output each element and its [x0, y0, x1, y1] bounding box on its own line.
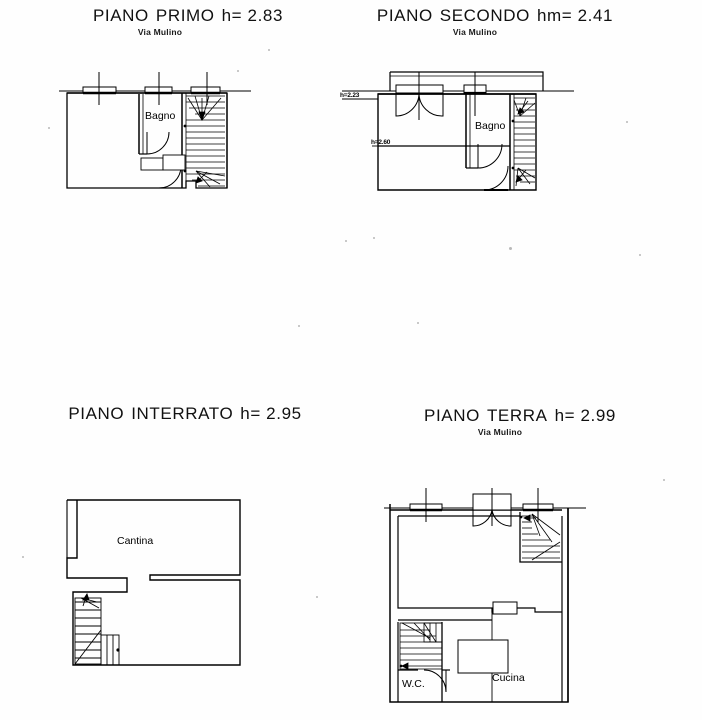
- drawing-piano-primo: Bagno: [55, 58, 255, 208]
- plan-title-word1: PIANO: [68, 404, 125, 423]
- plan-title-height: hm= 2.41: [536, 6, 614, 25]
- scan-speck: [509, 247, 512, 250]
- drawing-piano-secondo: Bagno h=2.23 h=2.60: [338, 58, 578, 208]
- scan-speck: [373, 237, 375, 239]
- height-note-upper: h=2.23: [340, 92, 360, 99]
- plan-title-word2: PRIMO: [155, 6, 215, 25]
- plan-title-word1: PIANO: [376, 6, 433, 25]
- plan-title-word2: INTERRATO: [131, 404, 234, 423]
- room-label-wc: W.C.: [402, 678, 425, 690]
- plan-subtitle-piano-terra: Via Mulino: [477, 427, 523, 437]
- plan-title-word1: PIANO: [424, 406, 480, 425]
- plan-title-word2: TERRA: [486, 406, 548, 425]
- scan-speck: [626, 121, 628, 123]
- scan-speck: [316, 596, 318, 598]
- scan-speck: [639, 254, 641, 256]
- plan-piano-interrato: PIANO INTERRATO h= 2.95: [55, 404, 315, 425]
- plan-title-piano-terra: PIANO TERRA h= 2.99: [395, 406, 645, 426]
- scan-speck: [237, 70, 239, 72]
- scan-speck: [268, 49, 270, 51]
- plan-title-word1: PIANO: [92, 6, 149, 25]
- plan-title-height: h= 2.95: [240, 404, 302, 423]
- scan-speck: [417, 322, 419, 324]
- floorplan-svg-piano-terra: [384, 488, 586, 703]
- floorplan-svg-piano-secondo: [342, 71, 574, 191]
- plan-title-word2: SECONDO: [439, 6, 530, 25]
- plan-piano-terra: PIANO TERRA h= 2.99 Via Mulino: [395, 406, 645, 437]
- floorplan-svg-piano-primo: [59, 72, 251, 189]
- room-label-cantina: Cantina: [117, 535, 154, 547]
- floorplan-svg-piano-interrato: [66, 499, 241, 666]
- drawing-piano-interrato: Cantina: [55, 480, 255, 680]
- plan-piano-primo: PIANO PRIMO h= 2.83 Via Mulino: [58, 6, 318, 37]
- drawing-piano-terra: Cucina W.C.: [380, 480, 590, 710]
- plan-title-piano-secondo: PIANO SECONDO hm= 2.41: [350, 6, 640, 26]
- scan-speck: [663, 479, 665, 481]
- scan-speck: [345, 240, 347, 242]
- plan-subtitle-piano-primo: Via Mulino: [137, 27, 183, 37]
- room-label-bagno-secondo: Bagno: [475, 120, 506, 132]
- plan-title-height: h= 2.83: [221, 6, 284, 25]
- room-label-cucina: Cucina: [492, 672, 525, 684]
- scan-speck: [22, 556, 24, 558]
- plan-title-piano-interrato: PIANO INTERRATO h= 2.95: [55, 404, 315, 424]
- plan-piano-secondo: PIANO SECONDO hm= 2.41 Via Mulino: [350, 6, 640, 37]
- room-label-bagno-primo: Bagno: [145, 110, 176, 122]
- scan-speck: [48, 127, 50, 129]
- scan-speck: [298, 325, 300, 327]
- plan-title-height: h= 2.99: [554, 406, 616, 425]
- plan-subtitle-piano-secondo: Via Mulino: [452, 27, 498, 37]
- height-note-lower: h=2.60: [371, 139, 391, 146]
- plan-title-piano-primo: PIANO PRIMO h= 2.83: [58, 6, 318, 26]
